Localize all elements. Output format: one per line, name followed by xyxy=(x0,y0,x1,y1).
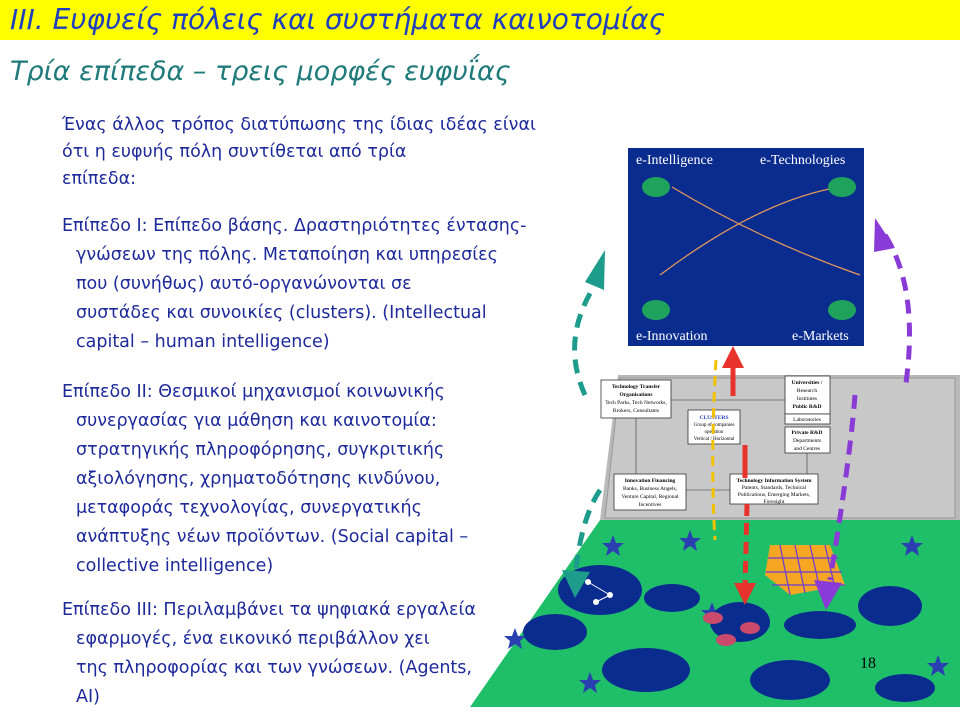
level-2-line: στρατηγικής πληροφόρησης, συγκριτικής xyxy=(76,440,445,460)
intro-paragraph: Ένας άλλος τρόπος διατύπωσης της ίδιας ι… xyxy=(62,112,536,193)
page-number: 18 xyxy=(860,655,876,672)
intro-line: Ένας άλλος τρόπος διατύπωσης της ίδιας ι… xyxy=(62,115,536,135)
teal-arrowhead xyxy=(585,250,605,290)
teal-arrowhead xyxy=(562,570,590,598)
level-2-paragraph: Επίπεδο ΙΙ: Θεσμικοί μηχανισμοί κοινωνικ… xyxy=(62,378,468,581)
level-1-paragraph: Επίπεδο Ι: Επίπεδο βάσης. Δραστηριότητες… xyxy=(62,212,526,357)
level-2-line: μεταφοράς τεχνολογίας, συνεργατικής xyxy=(76,498,422,518)
svg-text:Public R&D: Public R&D xyxy=(793,404,822,410)
intro-line: ότι η ευφυής πόλη συντίθεται από τρία xyxy=(62,142,407,162)
level-1-line: συστάδες και συνοικίες (clusters). (Inte… xyxy=(76,303,487,323)
svg-text:Publications, Emerging Markets: Publications, Emerging Markets, xyxy=(738,492,811,498)
e-intelligence-label: e-Intelligence xyxy=(636,153,713,168)
star-icon xyxy=(679,530,701,551)
level-2-line: αξιολόγησης, χρηματοδότησης κινδύνου, xyxy=(76,469,441,489)
e-levels-box: e-Intelligence e-Technologies e-Innovati… xyxy=(628,148,864,346)
svg-text:and Centres: and Centres xyxy=(794,446,820,452)
middle-plane-connectors xyxy=(635,399,808,491)
svg-text:Banks, Business Angels,: Banks, Business Angels, xyxy=(623,486,678,492)
red-arrowhead xyxy=(734,583,756,605)
red-arrowhead xyxy=(722,346,744,368)
level-2-line: collective intelligence) xyxy=(76,556,274,576)
star-icon xyxy=(901,535,923,556)
svg-text:Venture Capital, Regional: Venture Capital, Regional xyxy=(622,494,679,500)
e-markets-label: e-Markets xyxy=(792,329,849,344)
level-2-line: συνεργασίας για μάθηση και καινοτομία: xyxy=(76,411,437,431)
teal-dashed-arrows xyxy=(572,283,603,581)
innovation-financing-box: Innovation Financing Banks, Business Ang… xyxy=(613,473,687,511)
universities-box: Universities / Research Institutes Publi… xyxy=(784,375,831,415)
level-1-line: που (συνήθως) αυτό-οργανώνονται σε xyxy=(76,274,412,294)
svg-text:Private R&D: Private R&D xyxy=(791,430,822,436)
svg-text:Organisations: Organisations xyxy=(619,392,652,398)
level-2-line: ανάπτυξης νέων προϊόντων. (Social capita… xyxy=(76,527,469,547)
level-3-line: της πληροφορίας και των γνώσεων. (Agents… xyxy=(76,658,472,678)
level-3-line: AI) xyxy=(76,687,100,707)
svg-text:Departments: Departments xyxy=(793,438,821,444)
level-1-line: Επίπεδο Ι: Επίπεδο βάσης. Δραστηριότητες… xyxy=(62,216,527,236)
svg-text:Tech Parks, Tech Networks,: Tech Parks, Tech Networks, xyxy=(605,400,667,406)
svg-text:Laboratories: Laboratories xyxy=(793,417,821,423)
svg-text:Patents, Standards, Technical: Patents, Standards, Technical xyxy=(742,485,807,491)
e-intelligence-node xyxy=(642,177,670,197)
e-technologies-label: e-Technologies xyxy=(760,153,845,168)
level-1-line: capital – human intelligence) xyxy=(76,332,330,352)
svg-text:Foresight: Foresight xyxy=(764,499,785,505)
star-icon xyxy=(504,628,526,649)
intro-line: επίπεδα: xyxy=(62,169,137,189)
svg-text:Research: Research xyxy=(797,388,817,394)
slide-subtitle: Τρία επίπεδα – τρεις μορφές ευφυΐας xyxy=(10,56,511,87)
tech-information-system-box: Technology Information System Patents, S… xyxy=(729,473,819,505)
star-icon xyxy=(602,535,624,556)
level-3-paragraph: Επίπεδο ΙΙΙ: Περιλαμβάνει τα ψηφιακά εργ… xyxy=(62,596,476,712)
purple-arrowhead xyxy=(814,580,842,610)
purple-arrowhead xyxy=(874,218,895,252)
title-bar xyxy=(0,0,960,40)
e-innovation-label: e-Innovation xyxy=(636,329,708,344)
tech-transfer-box: Technology Transfer Organisations Tech P… xyxy=(600,379,672,419)
slide-title: III. Ευφυείς πόλεις και συστήματα καινοτ… xyxy=(10,3,666,36)
svg-text:Brokers, Consultants: Brokers, Consultants xyxy=(613,408,659,414)
e-innovation-node xyxy=(642,300,670,320)
star-icon xyxy=(927,655,949,676)
star-icon xyxy=(579,672,601,693)
level-3-line: εφαρμογές, ένα εικονικό περιβάλλον χει xyxy=(76,629,430,649)
svg-text:Technology Information System: Technology Information System xyxy=(737,478,812,484)
svg-text:Vertical / Horizontal: Vertical / Horizontal xyxy=(694,437,735,442)
e-technologies-node xyxy=(828,177,856,197)
e-markets-node xyxy=(828,300,856,320)
level-1-line: γνώσεων της πόλης. Μεταποίηση και υπηρεσ… xyxy=(76,245,498,265)
level-2-line: Επίπεδο ΙΙ: Θεσμικοί μηχανισμοί κοινωνικ… xyxy=(62,382,445,402)
level-3-line: Επίπεδο ΙΙΙ: Περιλαμβάνει τα ψηφιακά εργ… xyxy=(62,600,476,620)
purple-dashed-arrows xyxy=(827,233,912,581)
svg-text:Technology Transfer: Technology Transfer xyxy=(612,384,661,390)
svg-text:Universities /: Universities / xyxy=(792,380,823,386)
private-rd-box: Private R&D Departments and Centres xyxy=(784,426,831,454)
public-rd-box: Laboratories xyxy=(784,413,831,425)
svg-text:Institutes: Institutes xyxy=(797,396,817,402)
svg-text:Innovation Financing: Innovation Financing xyxy=(625,478,676,484)
svg-text:Incentives: Incentives xyxy=(639,502,662,508)
